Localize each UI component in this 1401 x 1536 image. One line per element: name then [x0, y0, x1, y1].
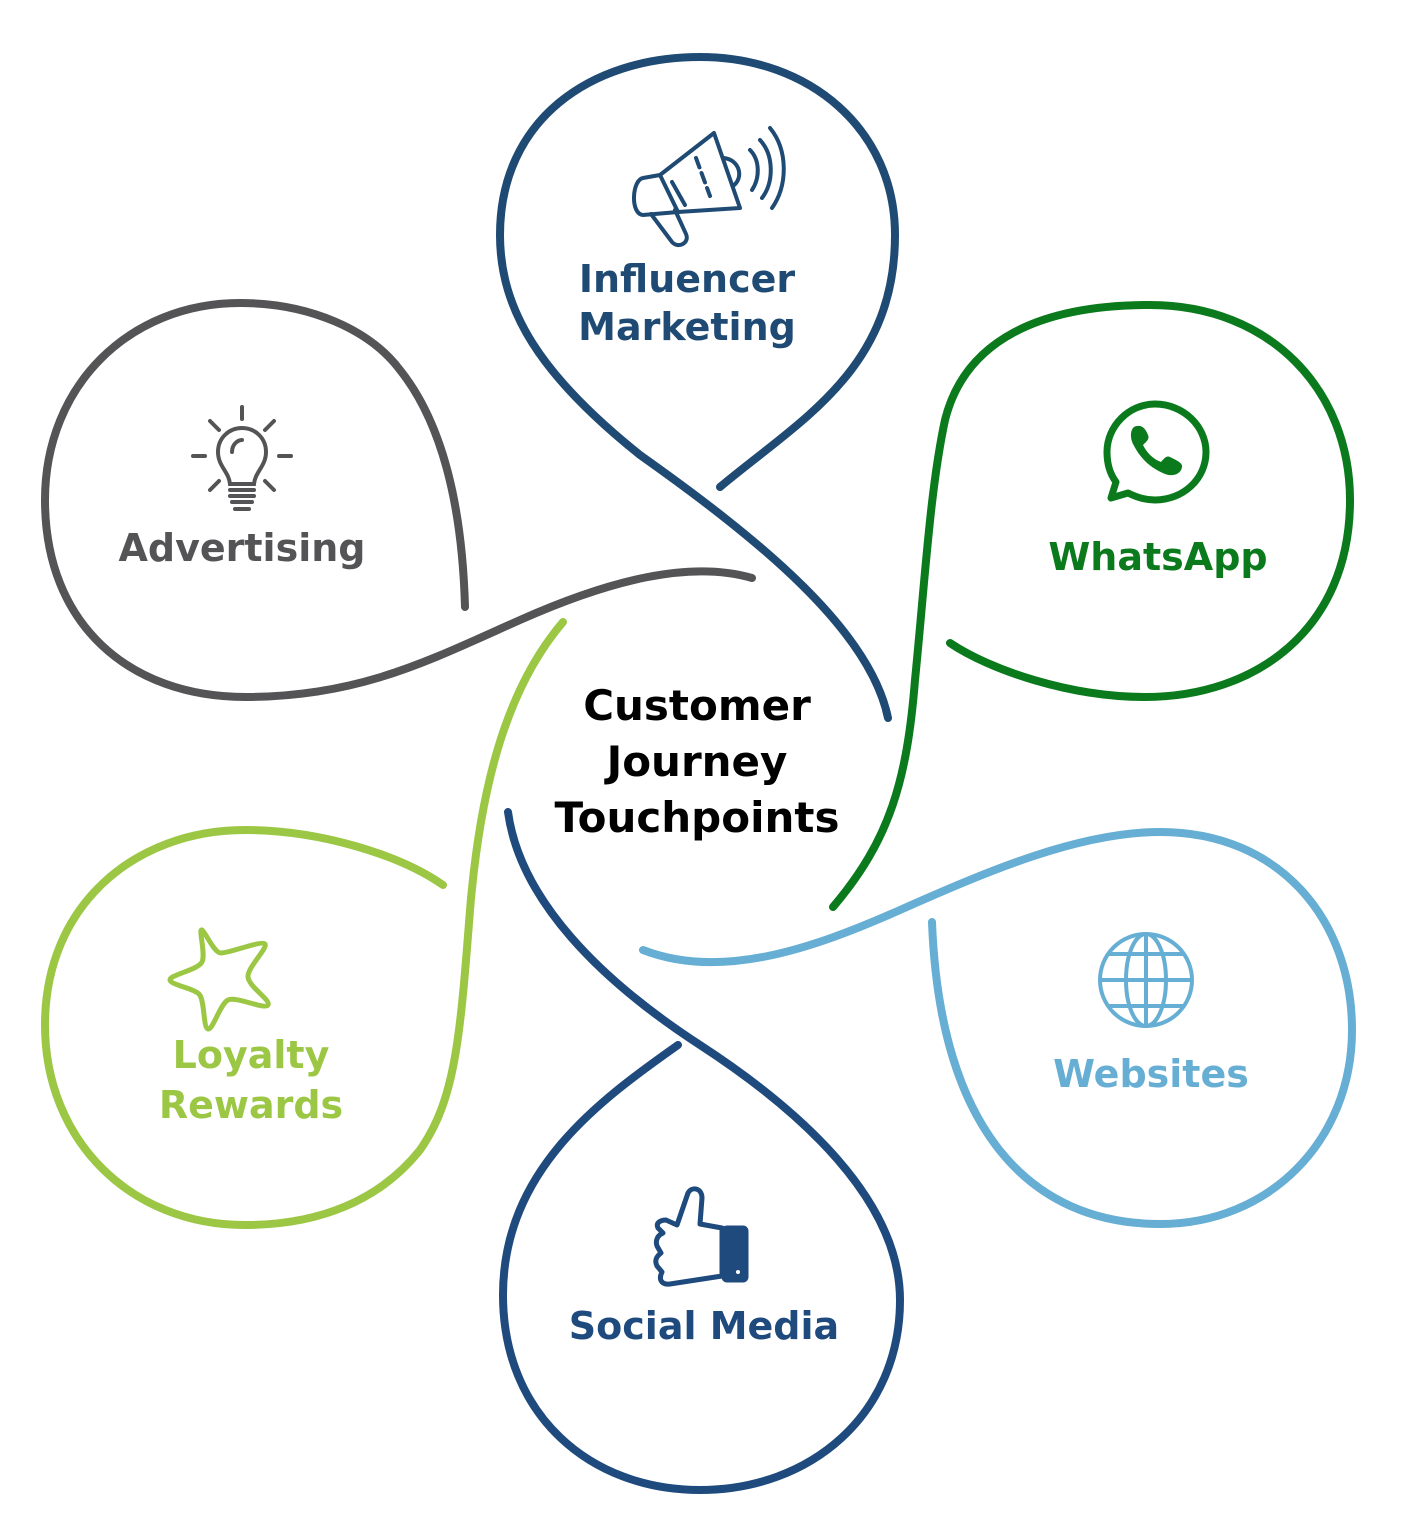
loyalty-label-line1: Loyalty — [173, 1033, 330, 1077]
influencer-label-line1: Influencer — [579, 257, 796, 301]
whatsapp-icon — [1103, 400, 1210, 504]
websites-label: Websites — [1053, 1052, 1249, 1096]
megaphone-icon — [632, 126, 786, 247]
center-title-line1: Customer — [583, 681, 811, 730]
websites-petal-outline — [639, 827, 1357, 1229]
loyalty-petal-outline — [40, 618, 567, 1230]
advertising-label: Advertising — [119, 526, 366, 570]
social-petal-outline — [498, 808, 905, 1495]
loyalty-label-line2: Rewards — [159, 1083, 343, 1127]
center-title-line2: Journey — [604, 737, 788, 786]
social-media-label: Social Media — [569, 1304, 839, 1348]
influencer-label-line2: Marketing — [578, 305, 796, 349]
thumbs-up-icon — [653, 1186, 749, 1287]
lightbulb-icon — [191, 405, 293, 511]
whatsapp-petal-outline — [829, 300, 1355, 911]
influencer-petal-outline — [495, 52, 900, 722]
whatsapp-label: WhatsApp — [1048, 535, 1267, 579]
advertising-petal-outline — [40, 298, 756, 702]
globe-icon — [1098, 932, 1194, 1028]
center-title-line3: Touchpoints — [555, 793, 840, 842]
star-icon — [167, 927, 271, 1032]
